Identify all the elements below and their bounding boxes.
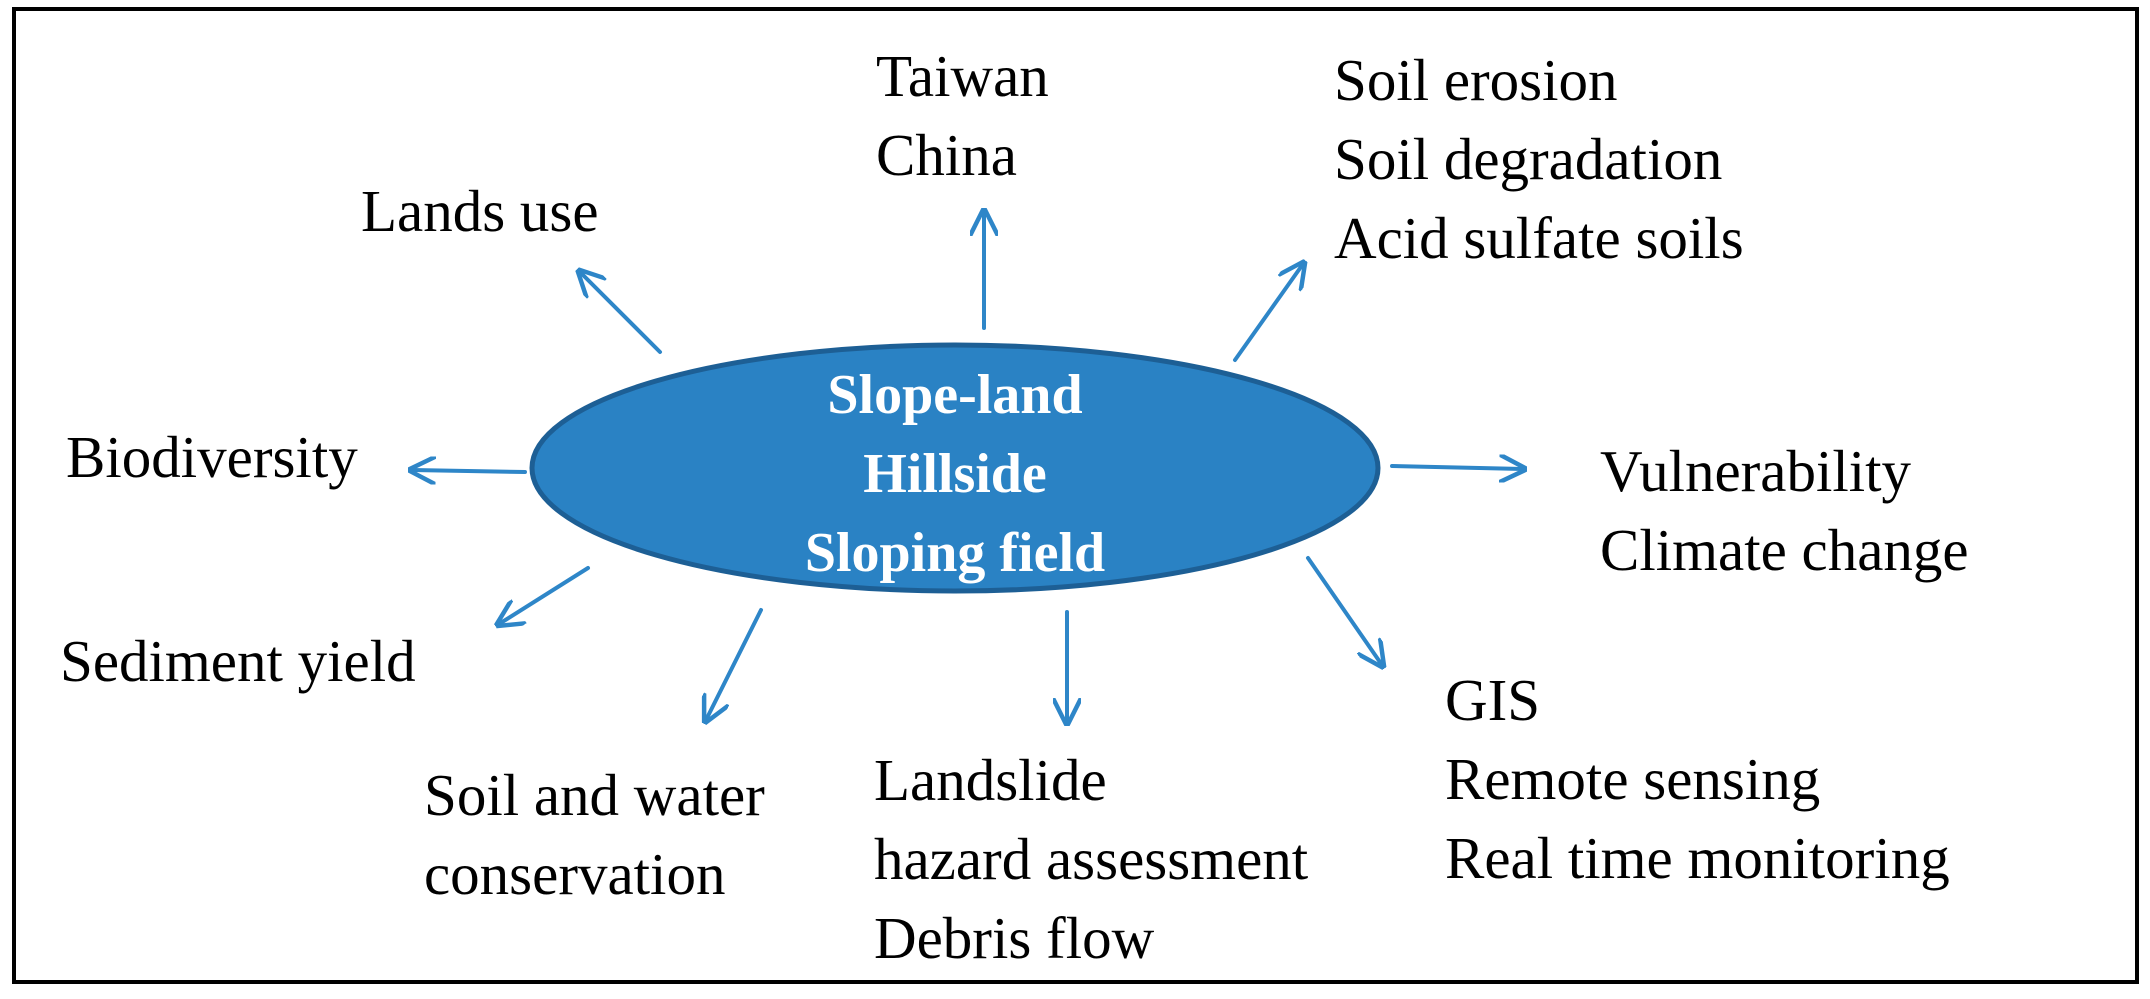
arrow-soil-water-conservation xyxy=(706,608,763,720)
topic-line: Sediment yield xyxy=(60,628,416,694)
arrow-sediment-yield xyxy=(499,566,590,624)
arrow-vulnerability xyxy=(1390,466,1523,469)
topic-line: Landslide xyxy=(874,747,1107,813)
topic-line: Vulnerability xyxy=(1600,438,1912,504)
topic-line: Debris flow xyxy=(874,905,1155,971)
central-ellipse xyxy=(529,342,1381,594)
topic-line: Soil erosion xyxy=(1334,47,1618,113)
topic-biodiversity: Biodiversity xyxy=(66,418,358,497)
topic-line: Soil and water xyxy=(424,762,765,828)
topic-soil-issues: Soil erosion Soil degradation Acid sulfa… xyxy=(1334,41,1744,278)
arrow-gis xyxy=(1306,556,1382,665)
topic-gis: GIS Remote sensing Real time monitoring xyxy=(1445,661,1950,898)
topic-line: Climate change xyxy=(1600,517,1969,583)
center-label-line-3: Sloping field xyxy=(804,522,1106,584)
center-label-line-2: Hillside xyxy=(863,443,1047,505)
outer-frame xyxy=(12,7,2139,984)
topic-line: Lands use xyxy=(361,178,599,244)
topic-line: Remote sensing xyxy=(1445,746,1821,812)
topic-line: Acid sulfate soils xyxy=(1334,205,1744,271)
arrow-soil-issues xyxy=(1233,264,1303,362)
topic-line: hazard assessment xyxy=(874,826,1309,892)
arrow-biodiversity xyxy=(412,470,527,472)
topic-line: Taiwan xyxy=(876,43,1049,109)
topic-line: Soil degradation xyxy=(1334,126,1723,192)
topic-line: Real time monitoring xyxy=(1445,825,1950,891)
topic-line: Biodiversity xyxy=(66,424,358,490)
topic-region: Taiwan China xyxy=(876,37,1049,195)
topic-sediment-yield: Sediment yield xyxy=(60,622,416,701)
topic-soil-water-conservation: Soil and water conservation xyxy=(424,756,765,914)
topic-line: GIS xyxy=(1445,667,1541,733)
arrow-lands-use xyxy=(580,272,662,354)
arrows xyxy=(412,212,1523,722)
topic-lands-use: Lands use xyxy=(361,172,599,251)
topic-landslide: Landslide hazard assessment Debris flow xyxy=(874,741,1308,978)
topic-line: China xyxy=(876,122,1017,188)
center-label-line-1: Slope-land xyxy=(827,364,1083,426)
topic-vulnerability: Vulnerability Climate change xyxy=(1600,432,1969,590)
topic-line: conservation xyxy=(424,841,726,907)
